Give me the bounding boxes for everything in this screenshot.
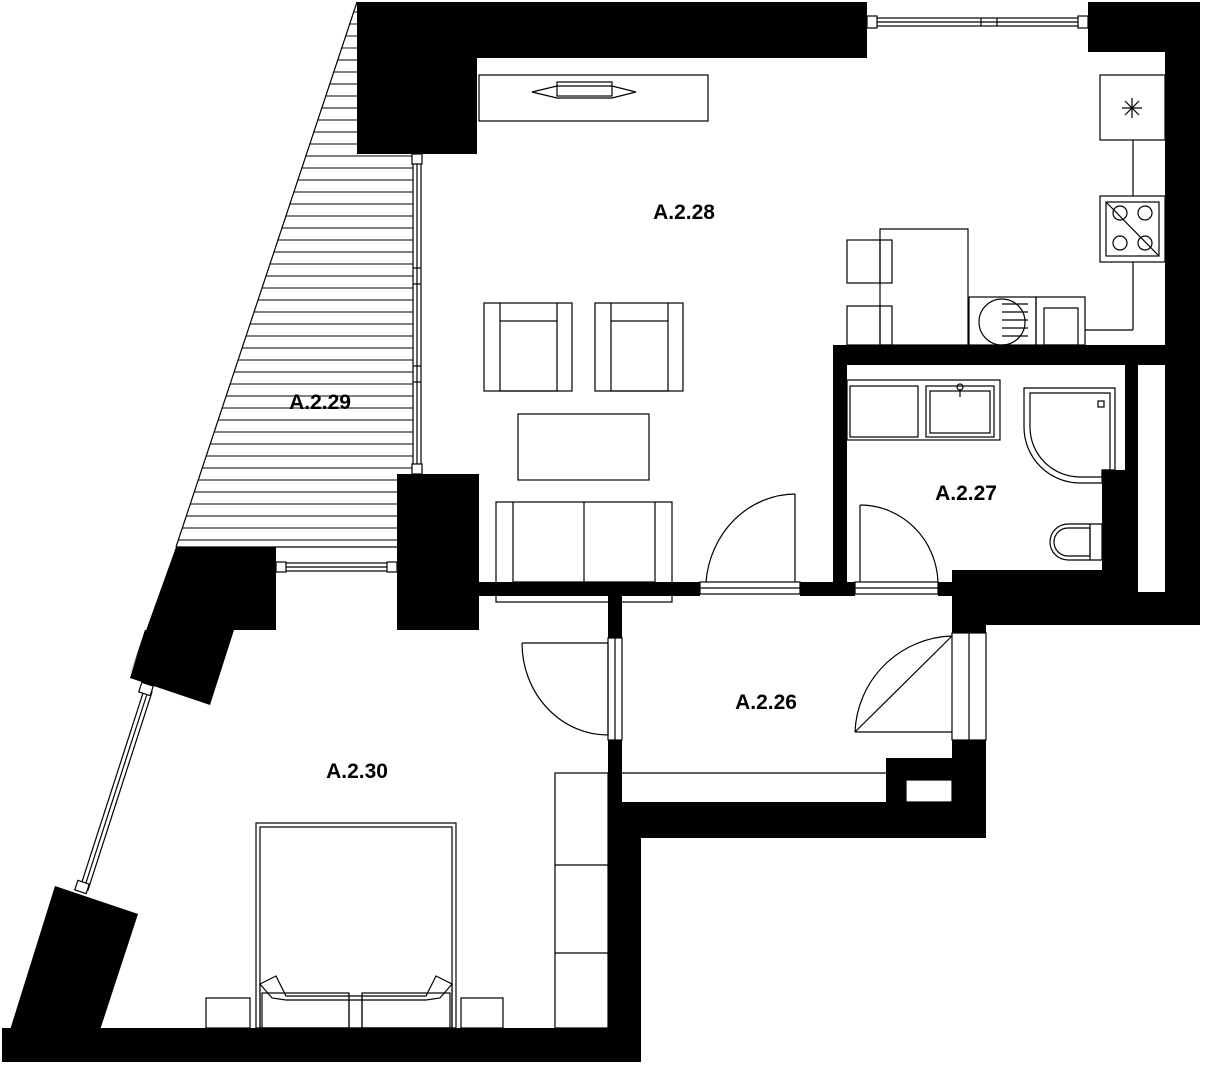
room-label-living: A.2.28 — [653, 201, 715, 224]
room-label-terrace: A.2.29 — [289, 391, 351, 414]
doors — [521, 493, 987, 741]
walls — [2, 2, 1200, 1062]
kitchen — [968, 74, 1166, 346]
room-label-bedroom: A.2.30 — [326, 760, 388, 783]
terrace-hatching — [178, 11, 413, 541]
bedroom-furniture — [205, 772, 609, 1029]
terrace-edge — [175, 1, 358, 548]
room-label-hall: A.2.26 — [735, 691, 797, 714]
bathroom-fixtures — [846, 379, 1116, 561]
living-furniture — [478, 74, 969, 603]
room-label-bathroom: A.2.27 — [935, 482, 997, 505]
windows — [73, 15, 1089, 895]
